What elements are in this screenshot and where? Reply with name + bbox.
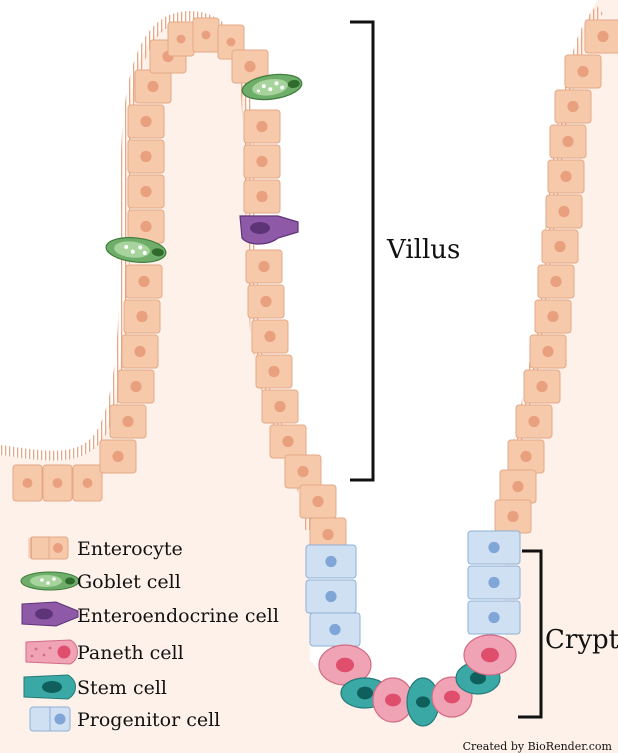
enterocyte-cell (43, 465, 72, 501)
enterocyte-cell (135, 70, 171, 103)
progenitor-cell (306, 580, 356, 613)
progenitor-cell (468, 566, 520, 599)
enterocyte-cell (248, 285, 284, 318)
enterocyte-cell (124, 300, 160, 333)
villus-bracket (350, 22, 373, 480)
enterocyte-cell (73, 465, 102, 501)
legend-label: Paneth cell (77, 642, 184, 664)
villus-label: Villus (386, 235, 460, 265)
goblet-cell-icon (21, 572, 79, 590)
enterocyte-cell (118, 370, 154, 403)
enterocyte-cell (285, 455, 321, 488)
legend-label: Enteroendocrine cell (77, 605, 279, 627)
enterocyte-cell (538, 265, 574, 298)
enterocyte-cell (270, 425, 306, 458)
crypt-label: Crypt (545, 625, 618, 655)
progenitor-cell (468, 601, 520, 634)
enterocyte-cell (168, 22, 194, 56)
enterocyte-cell (565, 55, 601, 88)
enterocyte-cell (246, 250, 282, 283)
enterocyte-cell (530, 335, 566, 368)
enterocyte-cell (555, 90, 591, 123)
legend-label: Enterocyte (77, 538, 183, 560)
enterocyte-cell (524, 370, 560, 403)
enterocyte-cell (128, 175, 164, 208)
enterocyte-cell (542, 230, 578, 263)
enterocyte-cell (550, 125, 586, 158)
progenitor-cell-icon (30, 707, 70, 731)
legend-label: Goblet cell (77, 571, 181, 593)
stem-cell-icon (24, 675, 76, 699)
enterocyte-cell (546, 195, 582, 228)
enterocyte-cell (548, 160, 584, 193)
enterocyte-cell (256, 355, 292, 388)
enterocyte-cell (244, 180, 280, 213)
progenitor-cell (468, 531, 520, 564)
progenitor-cell (310, 613, 360, 646)
enteroendocrine-cell (240, 216, 298, 244)
enterocyte-cell (262, 390, 298, 423)
enterocyte-cell (585, 20, 618, 53)
enterocyte-cell (100, 440, 136, 473)
progenitor-cell (306, 545, 356, 578)
enterocyte-cell (128, 140, 164, 173)
enterocyte-cell (508, 440, 544, 473)
enterocyte-cell (535, 300, 571, 333)
enterocyte-cell (516, 405, 552, 438)
enterocyte-cell (244, 145, 280, 178)
enterocyte-cell (126, 265, 162, 298)
enterocyte-cell (300, 485, 336, 518)
enterocyte-cell (495, 500, 531, 533)
enterocyte-cell (110, 405, 146, 438)
paneth-cell (464, 635, 516, 675)
enterocyte-cell (500, 470, 536, 503)
enterocyte-cell (122, 335, 158, 368)
paneth-cell-icon (26, 640, 78, 664)
enterocyte-icon (30, 537, 68, 559)
enterocyte-cell (252, 320, 288, 353)
enterocyte-cell (128, 105, 164, 138)
legend-label: Stem cell (77, 677, 167, 699)
credit-text: Created by BioRender.com (463, 740, 613, 753)
enterocyte-cell (13, 465, 42, 501)
legend-label: Progenitor cell (77, 709, 220, 731)
enterocyte-cell (193, 18, 219, 52)
enterocyte-cell (244, 110, 280, 143)
